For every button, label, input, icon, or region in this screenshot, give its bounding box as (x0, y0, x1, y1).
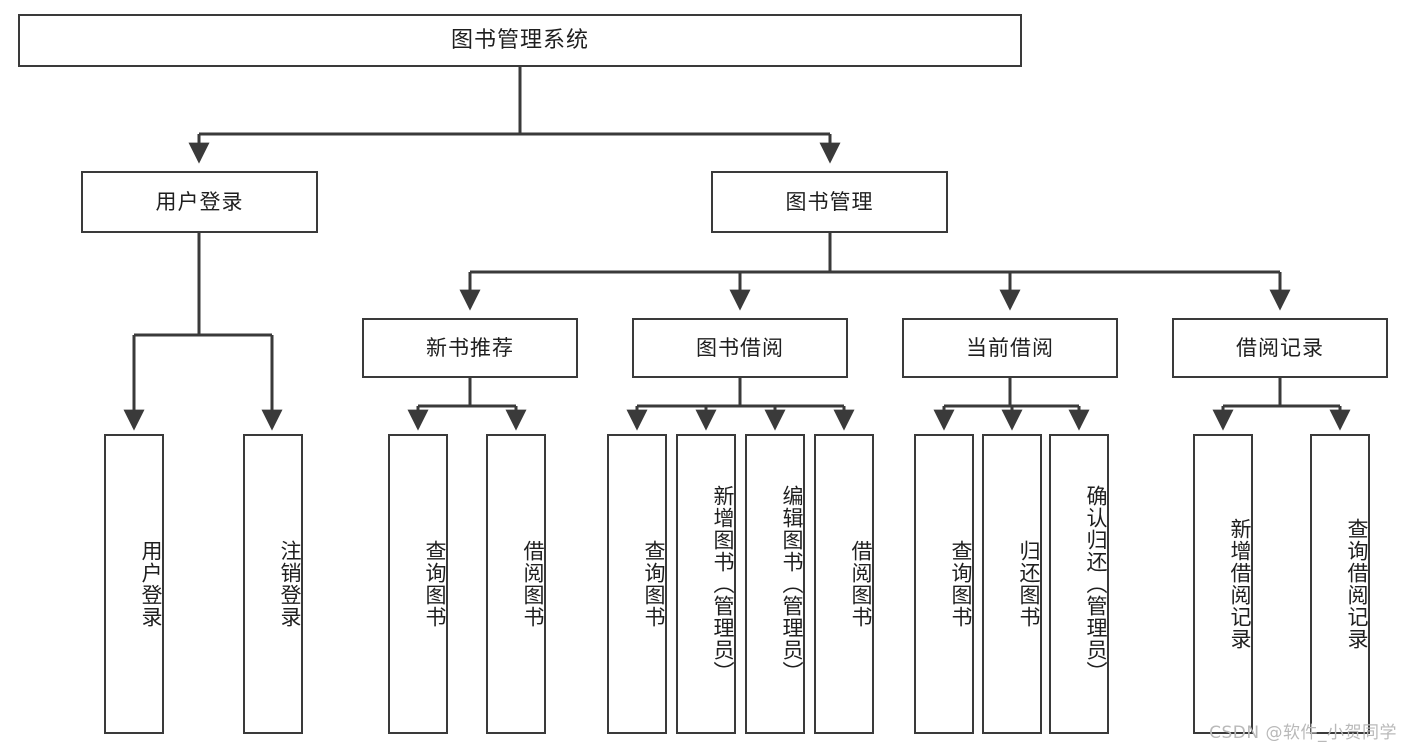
node-leaf-confirm-return[interactable]: 确认归还（管理员） (1049, 434, 1109, 734)
node-book-management[interactable]: 图书管理 (711, 171, 948, 233)
node-label: 借阅记录 (1236, 335, 1324, 360)
node-label: 当前借阅 (966, 335, 1054, 360)
node-label: 查询图书 (423, 540, 447, 628)
node-leaf-query-book-1[interactable]: 查询图书 (388, 434, 448, 734)
node-root-book-management-system[interactable]: 图书管理系统 (18, 14, 1022, 67)
csdn-watermark: CSDN @软件_小贺同学 (1209, 723, 1397, 743)
node-leaf-query-book-3[interactable]: 查询图书 (914, 434, 974, 734)
node-label: 图书管理系统 (450, 27, 589, 53)
node-label: 用户登录 (139, 540, 163, 628)
node-leaf-borrow-book-1[interactable]: 借阅图书 (486, 434, 546, 734)
node-leaf-return-book[interactable]: 归还图书 (982, 434, 1042, 734)
node-label: 新增图书（管理员） (711, 485, 735, 683)
node-current-borrow[interactable]: 当前借阅 (902, 318, 1118, 378)
node-label: 确认归还（管理员） (1084, 485, 1108, 683)
node-label: 借阅图书 (849, 540, 873, 628)
node-label: 新书推荐 (426, 335, 514, 360)
node-leaf-query-book-2[interactable]: 查询图书 (607, 434, 667, 734)
node-label: 查询图书 (949, 540, 973, 628)
node-label: 借阅图书 (521, 540, 545, 628)
node-label: 图书借阅 (696, 335, 784, 360)
node-leaf-add-record[interactable]: 新增借阅记录 (1193, 434, 1253, 734)
node-label: 注销登录 (278, 540, 302, 628)
node-leaf-borrow-book-2[interactable]: 借阅图书 (814, 434, 874, 734)
node-label: 编辑图书（管理员） (780, 485, 804, 683)
node-user-login[interactable]: 用户登录 (81, 171, 318, 233)
node-leaf-edit-book[interactable]: 编辑图书（管理员） (745, 434, 805, 734)
node-borrow-record[interactable]: 借阅记录 (1172, 318, 1388, 378)
node-leaf-logout-login[interactable]: 注销登录 (243, 434, 303, 734)
node-label: 图书管理 (785, 189, 874, 214)
node-leaf-add-book[interactable]: 新增图书（管理员） (676, 434, 736, 734)
node-label: 查询图书 (642, 540, 666, 628)
node-label: 查询借阅记录 (1345, 518, 1369, 650)
node-label: 归还图书 (1017, 540, 1041, 628)
node-label: 新增借阅记录 (1228, 518, 1252, 650)
node-new-book-recommend[interactable]: 新书推荐 (362, 318, 578, 378)
node-label: 用户登录 (155, 189, 244, 214)
node-leaf-query-record[interactable]: 查询借阅记录 (1310, 434, 1370, 734)
node-leaf-user-login[interactable]: 用户登录 (104, 434, 164, 734)
node-book-borrow[interactable]: 图书借阅 (632, 318, 848, 378)
